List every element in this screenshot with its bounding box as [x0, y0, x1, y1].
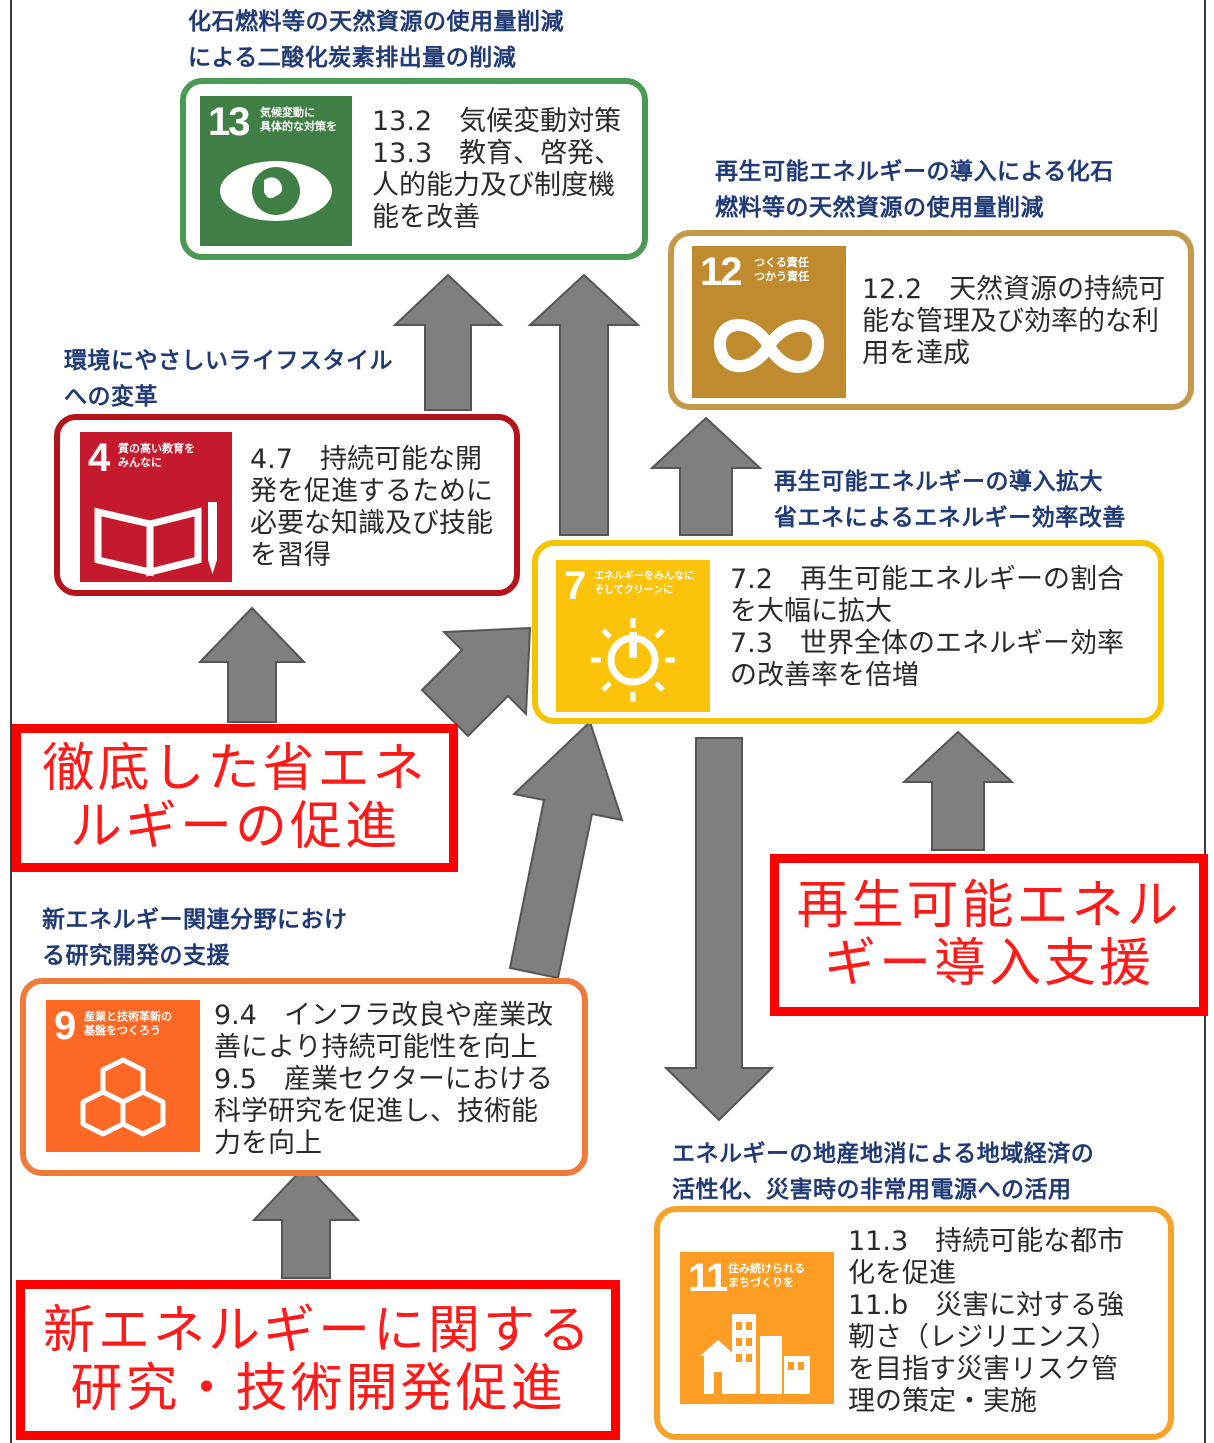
- sdg9-icon: 9 産業と技術革新の 基盤をつくろう: [46, 1000, 200, 1152]
- goal-9-box: 9 産業と技術革新の 基盤をつくろう 9.4 インフラ改良や産業改 善により持続…: [20, 978, 588, 1176]
- cubes-icon: [80, 1057, 166, 1137]
- city-buildings-icon: [700, 1314, 810, 1394]
- action-renewable-support: 再生可能エネル ギー導入支援: [770, 854, 1208, 1016]
- arrow-7-to-12: [649, 416, 763, 536]
- frame-left-line: [10, 0, 12, 1443]
- infinity-icon: [714, 319, 824, 373]
- sdg12-icon: 12 つくる責任 つかう責任: [692, 246, 846, 398]
- arrow-7-to-13: [527, 273, 641, 536]
- goal-12-text: 12.2 天然資源の持続可 能な管理及び効率的な利 用を達成: [862, 274, 1166, 369]
- caption-sdg7: 再生可能エネルギーの導入拡大 省エネによるエネルギー効率改善: [774, 469, 1126, 531]
- goal-7-box: 7 エネルギーをみんなに そしてクリーンに 7.2 再生可能エネルギーの割合 を…: [532, 540, 1164, 724]
- sdg11-icon: 11 住み続けられる まちづくりを: [680, 1252, 834, 1404]
- arrow-7-to-11: [663, 737, 775, 1122]
- caption-sdg4: 環境にやさしいライフスタイル への変革: [64, 348, 393, 410]
- arrow-4-to-13: [392, 273, 504, 411]
- goal-7-text: 7.2 再生可能エネルギーの割合 を大幅に拡大 7.3 世界全体のエネルギー効率…: [730, 564, 1124, 691]
- arrow-renewable-to-7: [901, 730, 1015, 851]
- sdg4-icon: 4 質の高い教育を みんなに: [80, 432, 232, 582]
- frame-right-line: [1204, 0, 1206, 1443]
- arrow-saving-to-4: [197, 606, 307, 723]
- arrow-9-to-7: [508, 720, 624, 980]
- arrow-research-to-9: [251, 1163, 361, 1279]
- goal-9-text: 9.4 インフラ改良や産業改 善により持続可能性を向上 9.5 産業セクターにお…: [214, 1000, 554, 1159]
- caption-sdg11: エネルギーの地産地消による地域経済の 活性化、災害時の非常用電源への活用: [672, 1141, 1095, 1203]
- action-research: 新エネルギーに関する 研究・技術開発促進: [16, 1280, 620, 1440]
- action-energy-saving: 徹底した省エネ ルギーの促進: [12, 724, 458, 872]
- power-sun-icon: [591, 618, 675, 702]
- goal-13-text: 13.2 気候変動対策 13.3 教育、啓発、 人的能力及び制度機 能を改善: [372, 106, 622, 233]
- eye-globe-icon: [220, 161, 332, 221]
- goal-11-box: 11 住み続けられる まちづくりを 11.3 持続可能な都市 化を促進 11.b…: [654, 1206, 1174, 1440]
- goal-4-text: 4.7 持続可能な開 発を促進するために 必要な知識及び技能 を習得: [250, 444, 493, 571]
- goal-11-text: 11.3 持続可能な都市 化を促進 11.b 災害に対する強 靭さ（レジリエンス…: [848, 1226, 1125, 1417]
- goal-13-box: 13 気候変動に 具体的な対策を 13.2 気候変動対策 13.3 教育、啓発、…: [180, 78, 648, 260]
- book-pencil-icon: [94, 502, 217, 577]
- arrow-saving-to-7: [420, 626, 532, 738]
- caption-sdg9: 新エネルギー関連分野におけ る研究開発の支援: [42, 907, 348, 969]
- goal-12-box: 12 つくる責任 つかう責任 12.2 天然資源の持続可 能な管理及び効率的な利…: [668, 230, 1194, 410]
- sdg13-icon: 13 気候変動に 具体的な対策を: [200, 96, 352, 246]
- caption-sdg13: 化石燃料等の天然資源の使用量削減 による二酸化炭素排出量の削減: [188, 9, 564, 71]
- sdg7-icon: 7 エネルギーをみんなに そしてクリーンに: [556, 560, 710, 712]
- caption-sdg12: 再生可能エネルギーの導入による化石 燃料等の天然資源の使用量削減: [715, 159, 1114, 221]
- goal-4-box: 4 質の高い教育を みんなに 4.7 持続可能な開 発を促進するために 必要な知…: [54, 414, 520, 596]
